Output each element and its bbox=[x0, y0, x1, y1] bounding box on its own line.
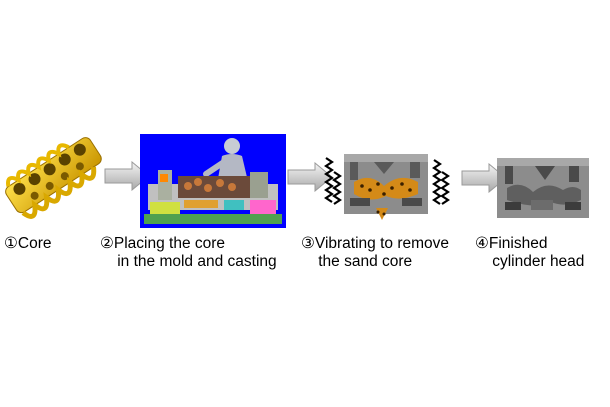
vibrating-cylinder-head-image bbox=[324, 154, 450, 220]
casting-mold-image bbox=[140, 134, 286, 228]
step-2-caption: ②Placing the core in the mold and castin… bbox=[100, 235, 277, 270]
step-4-caption: ④Finished cylinder head bbox=[475, 235, 585, 270]
arrow-2-block-arrow-right-icon bbox=[287, 162, 333, 192]
step-1-caption: ①Core bbox=[4, 235, 52, 252]
core-image bbox=[5, 137, 102, 219]
finished-cylinder-head-image bbox=[497, 158, 589, 218]
step-3-caption: ③Vibrating to remove the sand core bbox=[301, 235, 450, 270]
